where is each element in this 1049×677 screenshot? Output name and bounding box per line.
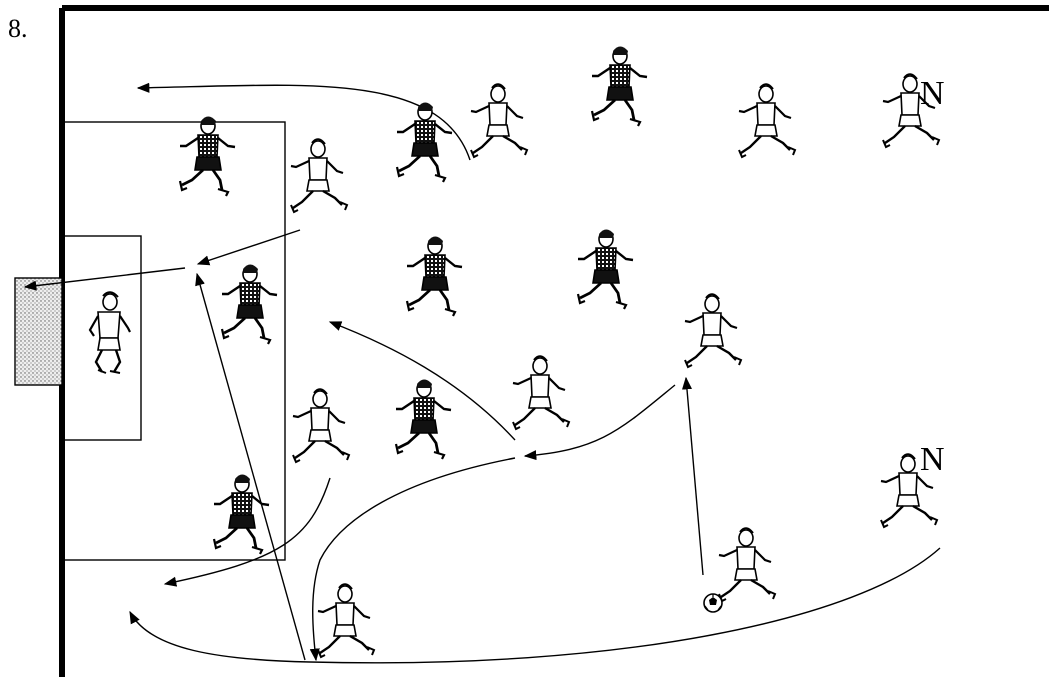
light-player-icon <box>737 83 797 159</box>
light-player-icon <box>511 355 571 431</box>
light-player-icon <box>291 388 351 464</box>
light-team-players <box>289 73 941 659</box>
arrow-pass-to-goal-area <box>196 229 301 266</box>
dark-player-icon <box>576 228 635 311</box>
soccer-ball-icon <box>703 593 723 613</box>
goal <box>14 277 63 386</box>
arrow-run-to-center <box>328 321 516 441</box>
dark-player-icon <box>178 115 237 198</box>
movement-arrows <box>23 82 941 664</box>
dark-player-icon <box>212 473 271 556</box>
arrow-top-run <box>136 82 471 161</box>
light-player-icon <box>469 83 529 159</box>
neutral-label-top: N <box>920 75 945 112</box>
arrow-long-run-up <box>195 272 306 661</box>
goal-area <box>63 235 142 441</box>
light-player-icon <box>717 527 777 603</box>
arrow-cross-low <box>163 477 331 587</box>
arrow-ball-carrier-up <box>681 376 704 576</box>
dark-player-icon <box>590 45 649 128</box>
goalkeeper-icon <box>88 291 132 375</box>
dark-player-icon <box>394 378 453 461</box>
arrow-curve-to-wing <box>523 384 676 461</box>
arrow-bottom-sweep <box>129 547 941 664</box>
arrow-pass-into-goal <box>23 267 186 291</box>
light-player-icon <box>683 293 743 369</box>
light-player-icon <box>316 583 376 659</box>
dark-player-icon <box>405 235 464 318</box>
light-player-icon <box>289 138 349 214</box>
figure-number: 8. <box>8 14 28 43</box>
dark-player-icon <box>395 101 454 184</box>
dark-player-icon <box>220 263 279 346</box>
neutral-label-bottom: N <box>920 441 945 478</box>
arrow-overlap-run <box>309 457 516 662</box>
